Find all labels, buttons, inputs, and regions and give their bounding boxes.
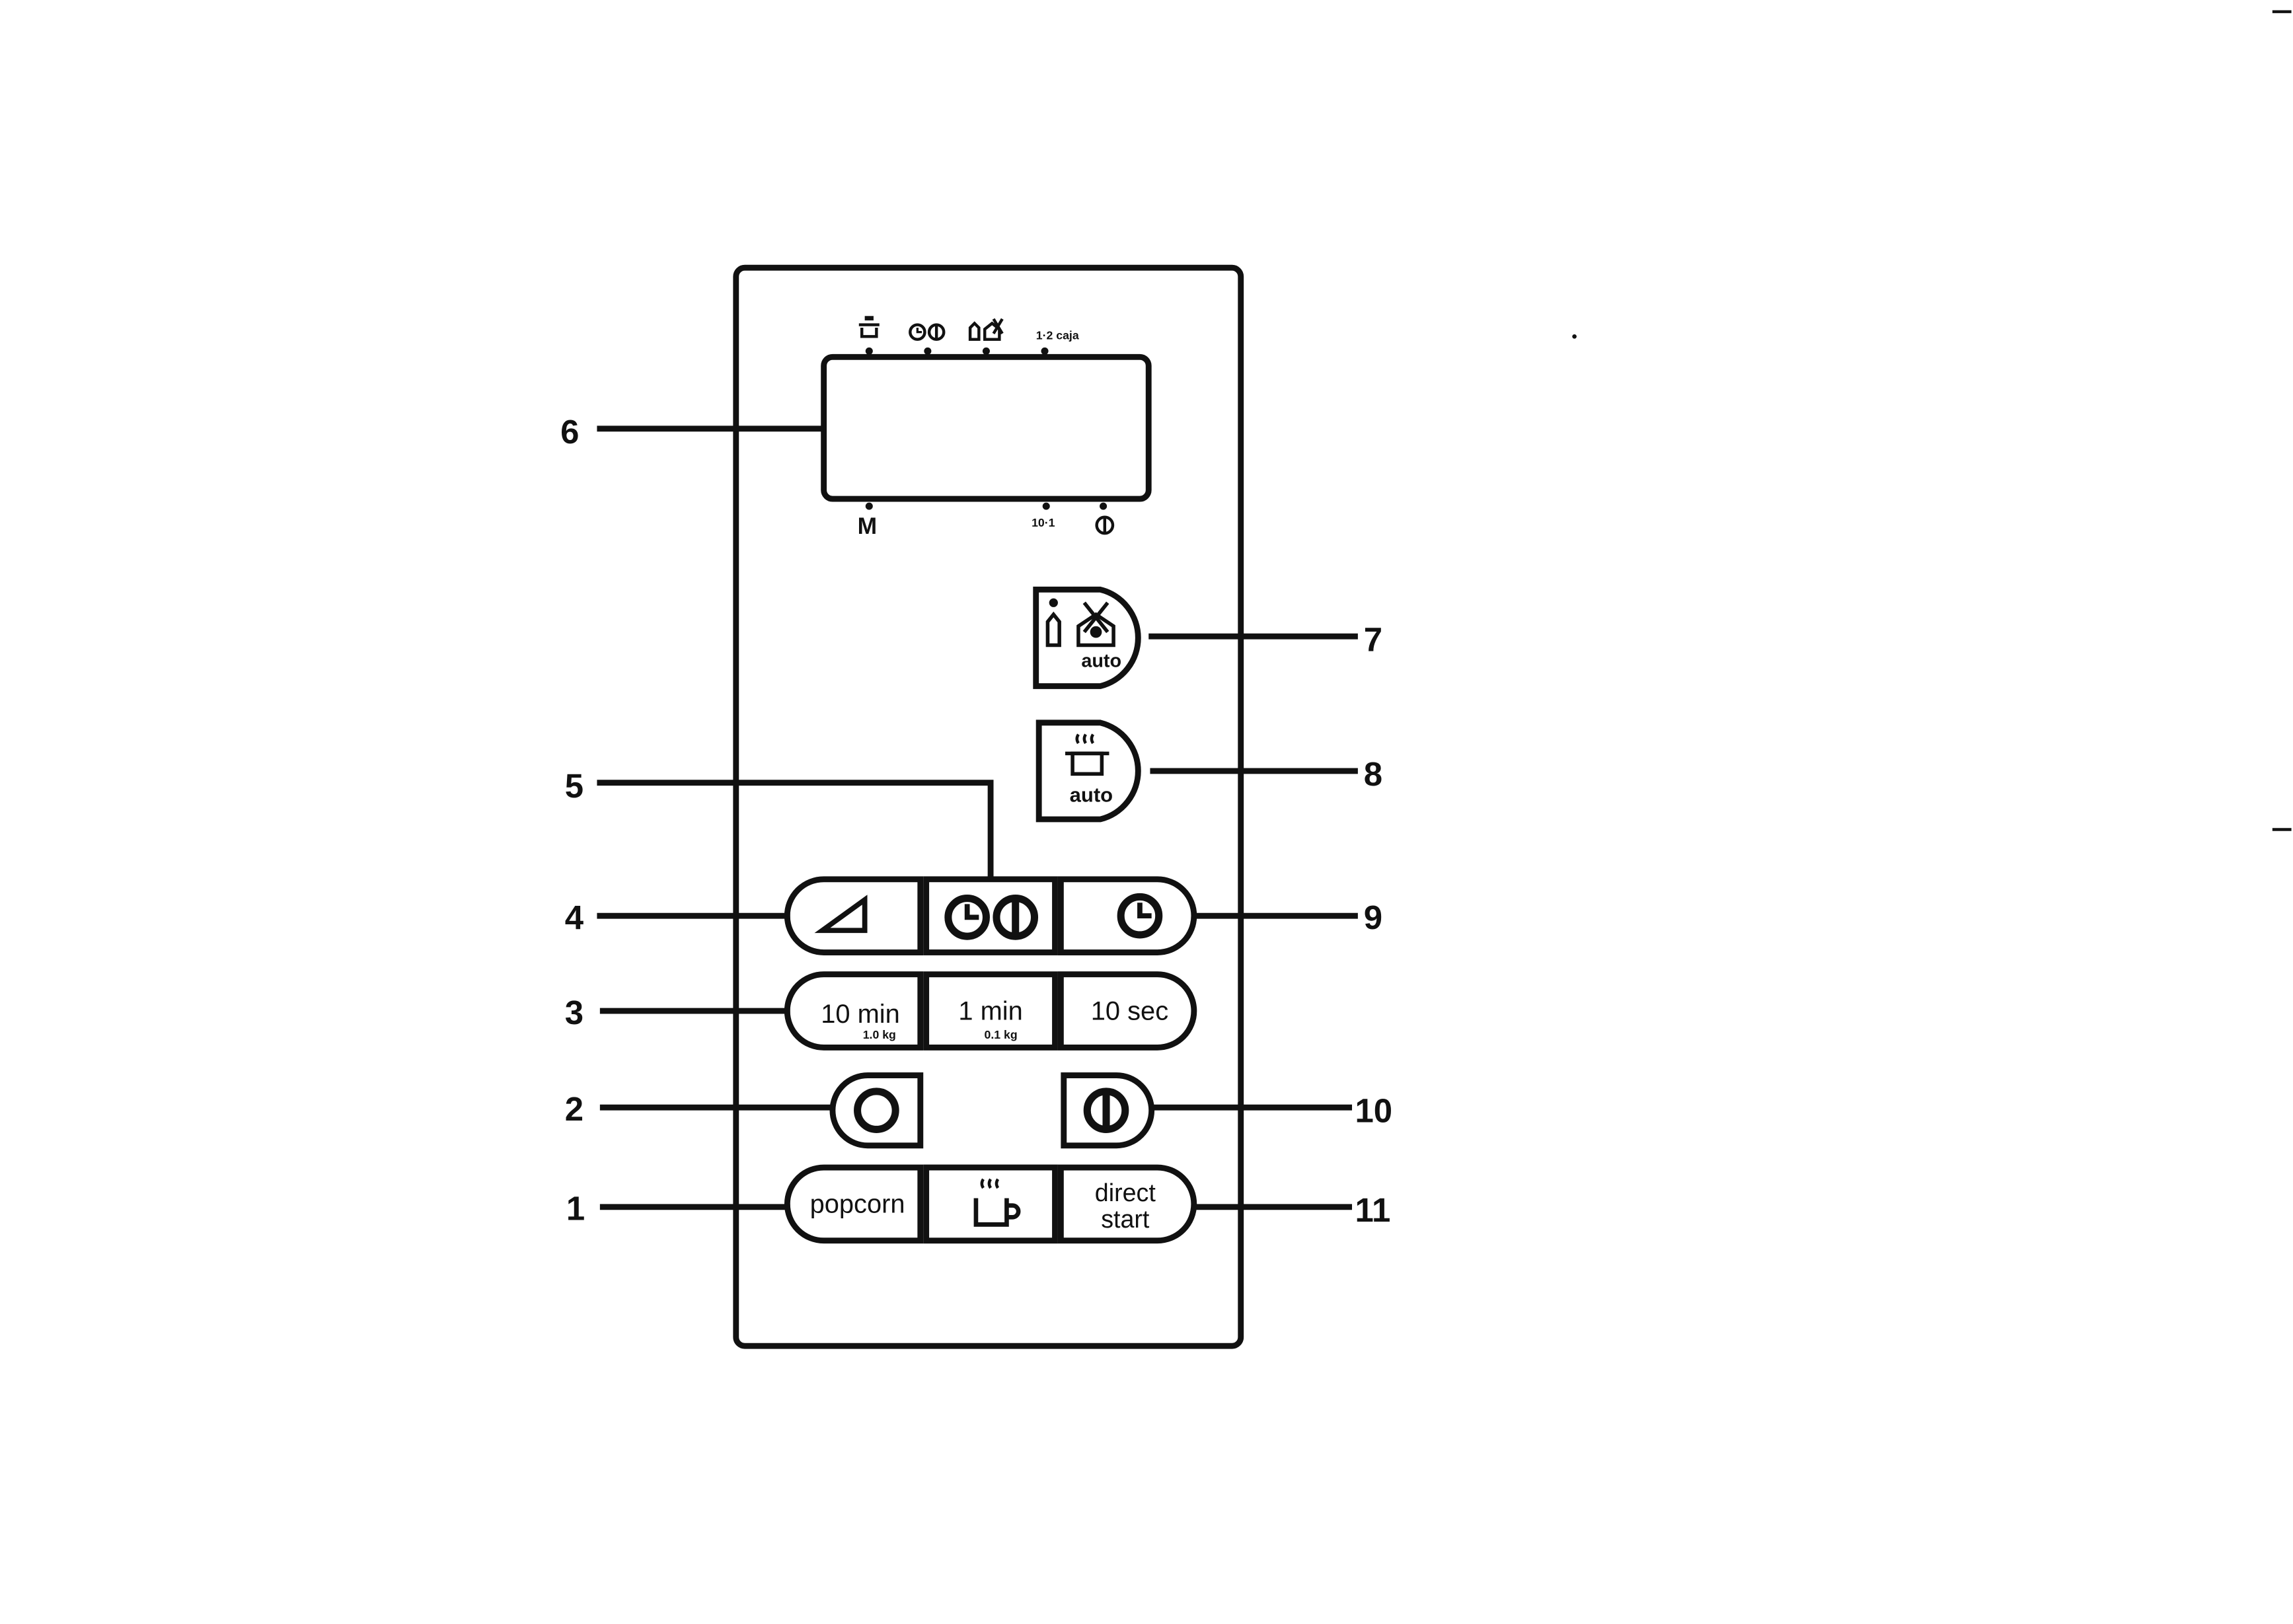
callout-11: 11: [1355, 1191, 1390, 1229]
callout-4: 4: [565, 899, 584, 936]
stop-button[interactable]: [833, 1076, 921, 1146]
ten-min-button[interactable]: 10 min 1.0 kg: [787, 975, 921, 1048]
bottom-indicator-dots: [866, 503, 1107, 510]
leader-lines: [597, 429, 1357, 1207]
ten-min-sub-label: 1.0 kg: [863, 1028, 896, 1041]
callout-3: 3: [565, 994, 583, 1031]
display-m-indicator: M: [858, 513, 878, 539]
plate-icon: [859, 316, 880, 336]
ten-sec-label: 10 sec: [1091, 996, 1168, 1025]
defrost-auto-sub-label: auto: [1081, 651, 1121, 672]
popcorn-label: popcorn: [810, 1190, 905, 1219]
defrost-icon: [970, 319, 1002, 340]
ten-sec-button[interactable]: 10 sec: [1061, 975, 1194, 1048]
timer-start-icon: [910, 325, 944, 340]
direct-start-label-line1: direct: [1095, 1179, 1156, 1206]
direct-start-label-line2: start: [1101, 1205, 1150, 1233]
one-min-button[interactable]: 1 min 0.1 kg: [926, 975, 1055, 1048]
one-min-sub-label: 0.1 kg: [984, 1028, 1017, 1041]
start-button[interactable]: [1064, 1076, 1152, 1146]
display-window: [824, 357, 1149, 499]
popcorn-button[interactable]: popcorn: [787, 1167, 920, 1241]
power-level-button[interactable]: [787, 879, 921, 953]
callout-2: 2: [565, 1090, 583, 1128]
auto-cook-sub-label: auto: [1070, 783, 1113, 806]
timer-start-button[interactable]: [926, 879, 1055, 953]
clock-button[interactable]: [1061, 879, 1194, 953]
callout-7: 7: [1364, 620, 1382, 658]
defrost-auto-button[interactable]: auto: [1036, 589, 1139, 686]
one-min-label: 1 min: [958, 996, 1022, 1025]
callout-8: 8: [1364, 755, 1382, 793]
direct-start-button[interactable]: direct start: [1061, 1167, 1193, 1241]
callout-6: 6: [560, 413, 579, 451]
callout-9: 9: [1364, 899, 1382, 936]
display-weight-indicator: 10·1: [1032, 516, 1055, 529]
callout-10: 10: [1355, 1091, 1392, 1129]
callout-1: 1: [566, 1190, 585, 1228]
top-indicator-dots: [866, 348, 1049, 355]
display-text-caja: 1·2 caja: [1036, 329, 1079, 342]
auto-cook-button[interactable]: auto: [1039, 723, 1138, 819]
start-indicator-icon: [1097, 517, 1113, 535]
ten-min-label: 10 min: [821, 1000, 900, 1029]
beverage-button[interactable]: [926, 1167, 1055, 1241]
scan-edge-marks: [1572, 12, 2291, 830]
callout-5: 5: [565, 767, 583, 805]
